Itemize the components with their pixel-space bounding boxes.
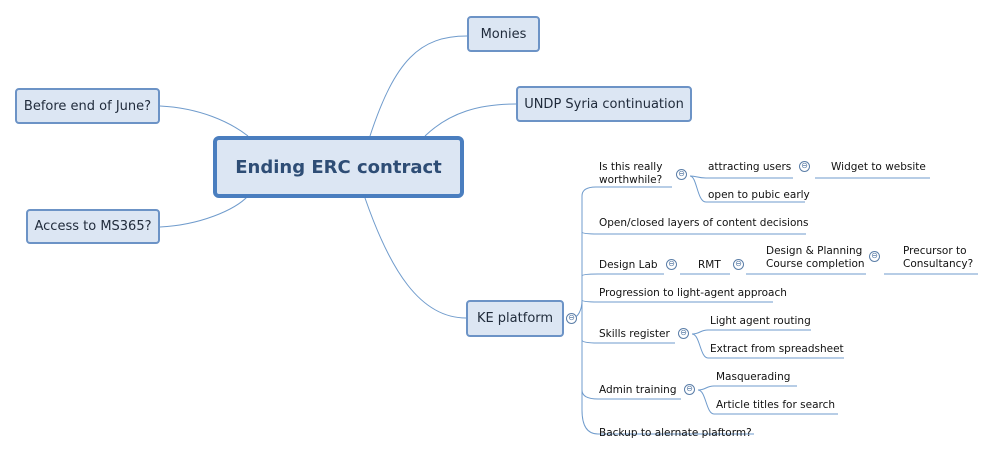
subtopic-widget-website[interactable]: Widget to website (831, 161, 926, 173)
topic-label: Monies (480, 26, 527, 42)
subtopic-precursor-consultancy[interactable]: Precursor to Consultancy? (903, 245, 973, 271)
subtopic-backup-platform[interactable]: Backup to alernate plaftorm? (599, 427, 752, 439)
subtopic-light-agent-routing[interactable]: Light agent routing (710, 315, 811, 327)
subtopic-progression[interactable]: Progression to light-agent approach (599, 287, 787, 299)
central-topic-label: Ending ERC contract (235, 156, 442, 178)
link-undp (424, 103, 517, 137)
subtopic-open-closed-layers[interactable]: Open/closed layers of content decisions (599, 217, 809, 229)
subtopic-skills-register[interactable]: Skills register (599, 328, 670, 340)
subtopic-rmt[interactable]: RMT (698, 259, 721, 271)
subtopic-admin-training[interactable]: Admin training (599, 384, 677, 396)
subtopic-design-planning[interactable]: Design & Planning Course completion (766, 245, 865, 271)
subtopic-precursor-line2: Consultancy? (903, 258, 974, 270)
central-topic[interactable]: Ending ERC contract (213, 136, 464, 198)
subtopic-article-titles[interactable]: Article titles for search (716, 399, 836, 411)
collapse-attracting-icon[interactable]: ⊖ (799, 161, 810, 172)
subtopic-worthwhile-line1: Is this really (599, 161, 663, 173)
collapse-ke-platform-icon[interactable]: ⊖ (566, 313, 577, 324)
subtopic-masquerading[interactable]: Masquerading (716, 371, 791, 383)
subtopic-open-public[interactable]: open to pubic early (708, 189, 810, 201)
subtopic-worthwhile[interactable]: Is this really worthwhile? (599, 161, 662, 187)
link-monies (369, 35, 468, 137)
topic-label: KE platform (476, 311, 554, 326)
collapse-worthwhile-icon[interactable]: ⊖ (676, 169, 687, 180)
subtopic-design-planning-line2: Course completion (766, 258, 865, 270)
subtopic-worthwhile-line2: worthwhile? (599, 174, 663, 186)
topic-ke-platform[interactable]: KE platform (466, 300, 564, 337)
subtopic-attracting-users[interactable]: attracting users (708, 161, 792, 173)
subtopic-precursor-line1: Precursor to (903, 245, 967, 257)
collapse-design-lab-icon[interactable]: ⊖ (666, 259, 677, 270)
topic-before-june[interactable]: Before end of June? (15, 88, 160, 124)
topic-label: Before end of June? (23, 98, 152, 114)
subtopic-design-lab[interactable]: Design Lab (599, 259, 658, 271)
subtopic-design-planning-line1: Design & Planning (766, 245, 863, 257)
collapse-design-planning-icon[interactable]: ⊖ (869, 251, 880, 262)
topic-label: Access to MS365? (34, 219, 152, 234)
topic-label: UNDP Syria continuation (524, 96, 684, 112)
topic-access-ms365[interactable]: Access to MS365? (26, 209, 160, 244)
collapse-skills-icon[interactable]: ⊖ (678, 328, 689, 339)
collapse-rmt-icon[interactable]: ⊖ (733, 259, 744, 270)
topic-monies[interactable]: Monies (467, 16, 540, 52)
topic-undp-syria[interactable]: UNDP Syria continuation (516, 86, 692, 122)
collapse-admin-icon[interactable]: ⊖ (684, 384, 695, 395)
subtopic-extract-spreadsheet[interactable]: Extract from spreadsheet (710, 343, 844, 355)
